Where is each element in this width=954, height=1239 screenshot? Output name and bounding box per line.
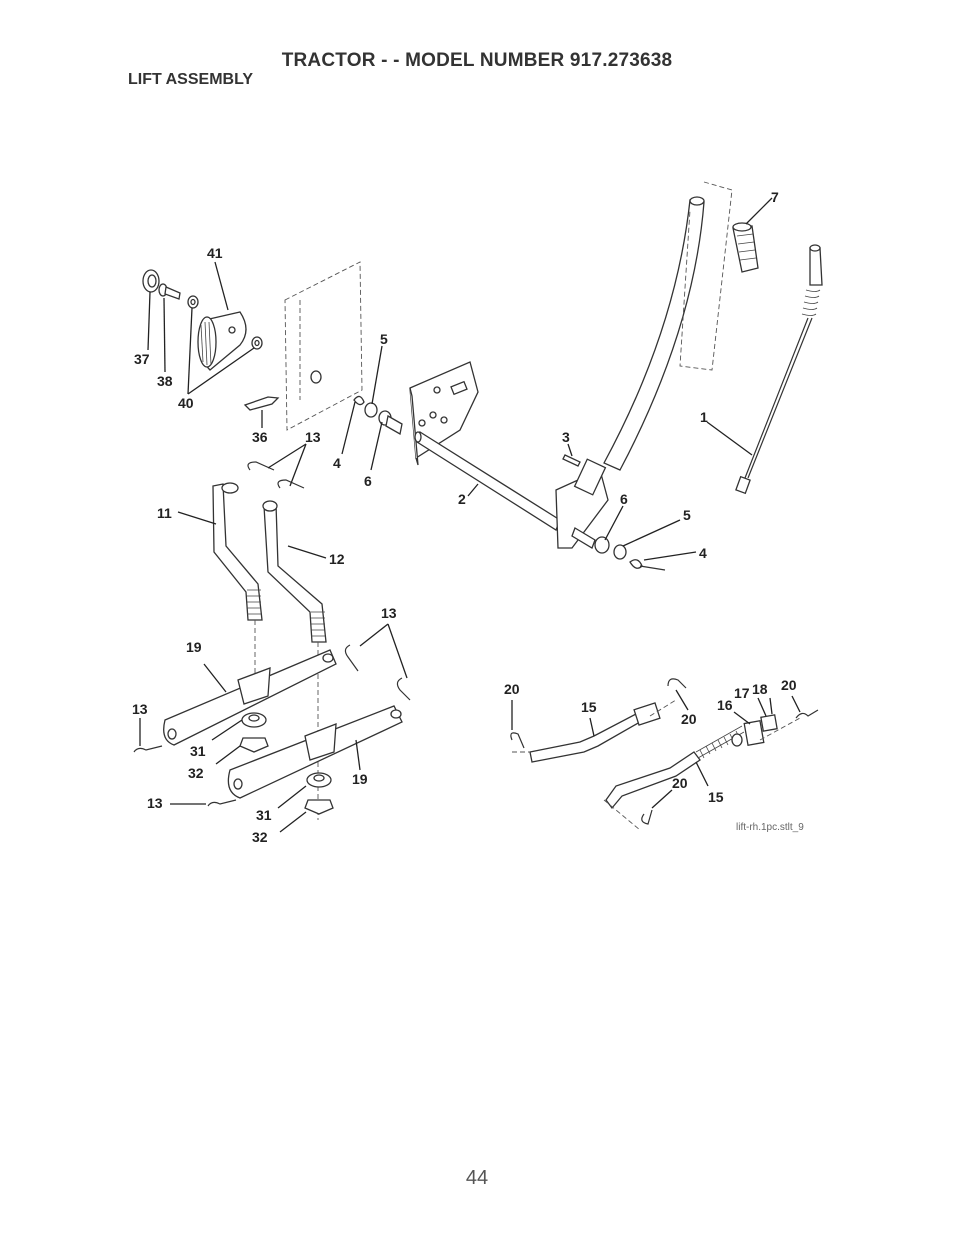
callout-36: 36	[252, 429, 268, 445]
part-15-rod-upper	[529, 702, 661, 763]
part-11-link	[212, 482, 263, 621]
callout-40: 40	[178, 395, 194, 411]
callout-6: 6	[364, 473, 372, 489]
callout-31-lower: 31	[256, 807, 272, 823]
part-19-arm-lower	[227, 705, 403, 799]
callout-6-right: 6	[620, 491, 628, 507]
page-title: TRACTOR - - MODEL NUMBER 917.273638	[281, 50, 673, 71]
frame-bushing	[310, 370, 322, 384]
callout-2: 2	[458, 491, 466, 507]
frame-plate	[284, 261, 363, 431]
section-title: LIFT ASSEMBLY	[128, 71, 254, 88]
part-40-washers	[187, 295, 263, 350]
callout-38: 38	[157, 373, 173, 389]
callout-15-upper: 15	[581, 699, 597, 715]
callout-3: 3	[562, 429, 570, 445]
part-37-cap	[142, 269, 160, 293]
callout-4: 4	[333, 455, 341, 471]
part-20-hairpins	[510, 678, 819, 825]
callout-13-left: 13	[132, 701, 148, 717]
callout-19-lower: 19	[352, 771, 368, 787]
callout-32-lower: 32	[252, 829, 268, 845]
callout-20-left: 20	[504, 681, 520, 697]
callout-13: 13	[305, 429, 321, 445]
callout-20-mid: 20	[681, 711, 697, 727]
callout-13-mid: 13	[381, 605, 397, 621]
callout-41: 41	[207, 245, 223, 261]
part-7-grip	[732, 222, 759, 273]
part-36-clip	[243, 396, 280, 411]
callout-13-bottom: 13	[147, 795, 163, 811]
callout-20-bottom: 20	[672, 775, 688, 791]
callout-20-right: 20	[781, 677, 797, 693]
callout-12: 12	[329, 551, 345, 567]
part-38-bolt	[158, 283, 181, 300]
file-reference: lift-rh.1pc.stlt_9	[736, 822, 804, 833]
callout-5-right: 5	[683, 507, 691, 523]
part-4-5-6-left	[353, 395, 403, 436]
part-31-32-upper	[239, 712, 269, 753]
callout-16: 16	[717, 697, 733, 713]
part-31-32-lower	[304, 772, 334, 815]
part-3-pin	[562, 454, 581, 467]
callout-31-upper: 31	[190, 743, 206, 759]
part-12-link	[262, 500, 327, 643]
callout-1: 1	[700, 409, 708, 425]
callout-32-upper: 32	[188, 765, 204, 781]
callout-15-lower: 15	[708, 789, 724, 805]
leader-lines	[139, 197, 801, 833]
part-4-5-6-right	[571, 527, 666, 571]
part-2-lift-shaft	[414, 430, 561, 531]
callout-4-right: 4	[699, 545, 707, 561]
dash-guide-right	[512, 699, 801, 831]
page-number: 44	[465, 1167, 489, 1189]
callout-19-upper: 19	[186, 639, 202, 655]
callout-37: 37	[134, 351, 150, 367]
lift-handle	[555, 181, 733, 549]
callout-5: 5	[380, 331, 388, 347]
callout-7: 7	[771, 189, 779, 205]
lift-bracket-plate	[409, 361, 479, 466]
part-13-hairpins	[133, 461, 411, 807]
part-41-knob	[197, 311, 247, 371]
part-16-17-18-hardware	[731, 714, 778, 747]
part-19-arm-upper	[163, 649, 337, 746]
part-1-rod	[735, 244, 823, 495]
callout-17: 17	[734, 685, 750, 701]
callout-11: 11	[157, 505, 172, 521]
callout-18: 18	[752, 681, 768, 697]
